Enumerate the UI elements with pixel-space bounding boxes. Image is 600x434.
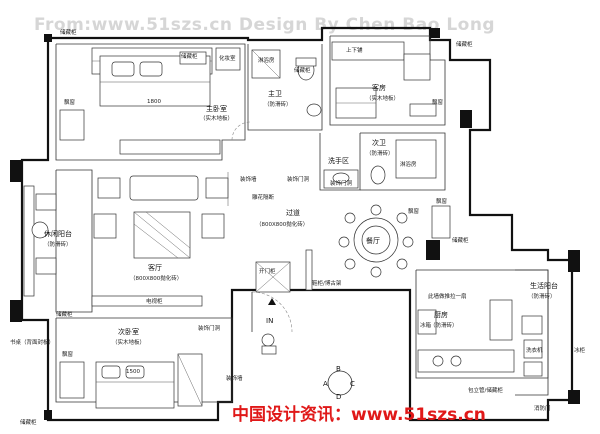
shower-2-label: 淋浴房 [400, 160, 417, 168]
guest-room-floor: （实木地板） [366, 94, 399, 102]
marker-b: B [336, 365, 341, 373]
bay-seat-label: 书桌（背面封板） [10, 338, 54, 346]
tv-cabinet-label: 电视柜 [146, 297, 163, 305]
deco-door-label: 装饰门洞 [287, 175, 310, 183]
kitchen-name: 厨房 [434, 310, 448, 319]
fridge-2-label: 冰柜 [574, 346, 586, 354]
second-bath: 洗手区 次卫 （防滑砖） 淋浴房 [323, 138, 437, 189]
shower-label: 淋浴房 [258, 56, 275, 64]
master-bath: 淋浴房 储藏柜 主卫 （防滑砖） [251, 49, 322, 117]
master-bath-name: 主卫 [268, 89, 282, 98]
master-bedroom-floor: （实木地板） [200, 114, 233, 122]
open-shelf-label: 开门柜 [259, 267, 276, 275]
marker-c: C [350, 380, 355, 388]
master-bath-floor: （防滑砖） [264, 100, 292, 108]
second-bedroom-name: 次卧室 [118, 327, 139, 336]
leisure-balcony-floor: （防滑砖） [44, 240, 72, 248]
service-balcony: 生活阳台 （防滑砖） 洗衣机 冰柜 [521, 281, 586, 377]
corridor: 过道 （800X800抛化砖） 装饰门洞 开门柜 鞋柜/博古架 IN 装饰门洞 … [198, 175, 342, 382]
sliding-door-label: 此墙做推拉一扇 [428, 292, 467, 300]
dining-room: 餐厅 飘窗 飘窗 储藏柜 装饰门洞 [330, 179, 469, 278]
entry-label: IN [266, 317, 273, 325]
living-room-floor: （800X800抛化砖） [130, 274, 182, 282]
corridor-name: 过道 [286, 208, 300, 217]
wardrobe-left-bottom-label: 储藏柜 [56, 310, 73, 318]
wardrobe-bottom-label: 储藏柜 [20, 418, 37, 426]
dressing-table-label: 化妆室 [219, 54, 236, 62]
master-bedroom: 储藏柜 化妆室 1800 主卧室 （实木地板） 储藏柜 飘窗 [59, 28, 251, 155]
watermark-top: From:www.51szs.cn Design By Chen Bao Lon… [34, 15, 495, 35]
service-balcony-name: 生活阳台 [530, 281, 558, 290]
guest-room-name: 客房 [372, 83, 386, 92]
bay-window-2-label: 飘窗 [432, 98, 444, 106]
bed-size-label: 1800 [147, 99, 161, 105]
dining-room-name: 餐厅 [366, 236, 380, 245]
corridor-floor: （800X800抛化砖） [256, 220, 308, 228]
shoe-cabinet-label: 鞋柜/博古架 [312, 279, 342, 287]
pipe-label: 包立管/储藏柜 [468, 386, 503, 394]
wardrobe-right-label: 储藏柜 [456, 40, 473, 48]
second-bath-name: 次卫 [372, 138, 386, 147]
deco-wall-2-label: 装饰墙 [226, 374, 243, 382]
partition-label: 雕花隔断 [252, 193, 275, 201]
bunk-bed-label: 上下铺 [346, 46, 363, 54]
master-bedroom-name: 主卧室 [206, 104, 227, 113]
marker-d: D [336, 393, 341, 401]
bay-window-3-label: 飘窗 [436, 197, 448, 205]
deco-door-3-label: 装饰门洞 [330, 179, 353, 187]
watermark-bottom: 中国设计资讯：www.51szs.cn [232, 404, 486, 425]
living-room-name: 客厅 [148, 263, 162, 272]
marker-a: A [323, 380, 328, 388]
bay-window-left-label: 飘窗 [62, 350, 74, 358]
wardrobe-top-label: 储藏柜 [181, 52, 198, 60]
section-markers: B A C D [323, 365, 355, 401]
kitchen-floor: （防滑砖） [430, 321, 458, 329]
second-bath-floor: （防滑砖） [366, 149, 394, 157]
kitchen: 冰箱 厨房 （防滑砖） 此墙做推拉一扇 包立管/储藏柜 消防门 [417, 292, 551, 412]
exit-label: 消防门 [534, 404, 551, 412]
deco-wall-label: 装饰墙 [240, 175, 257, 183]
living-room: 雕花隔断 客厅 （800X800抛化砖） 电视柜 装饰墙 [91, 172, 275, 307]
wardrobe-label: 储藏柜 [60, 28, 77, 36]
deco-door-2-label: 装饰门洞 [198, 324, 221, 332]
bay-window-label: 飘窗 [64, 98, 76, 106]
wash-area-name: 洗手区 [328, 156, 349, 165]
wardrobe-bath-label: 储藏柜 [294, 66, 311, 74]
service-balcony-floor: （防滑砖） [528, 292, 556, 300]
pillars [10, 28, 580, 420]
bed-width-label: 1500 [126, 369, 140, 375]
second-bedroom: 次卧室 （实木地板） 1500 飘窗 储藏柜 [20, 327, 203, 426]
leisure-balcony: 休闲阳台 （防滑砖） 书桌（背面封板） 储藏柜 [10, 185, 73, 346]
washer-label: 洗衣机 [526, 346, 543, 354]
bay-window-4-label: 飘窗 [408, 207, 420, 215]
guest-room: 上下铺 客房 （实木地板） 飘窗 储藏柜 [331, 40, 473, 119]
fridge-label: 冰箱 [420, 321, 432, 329]
wardrobe-dining-label: 储藏柜 [452, 236, 469, 244]
second-bedroom-floor: （实木地板） [112, 338, 145, 346]
leisure-balcony-name: 休闲阳台 [44, 229, 72, 238]
